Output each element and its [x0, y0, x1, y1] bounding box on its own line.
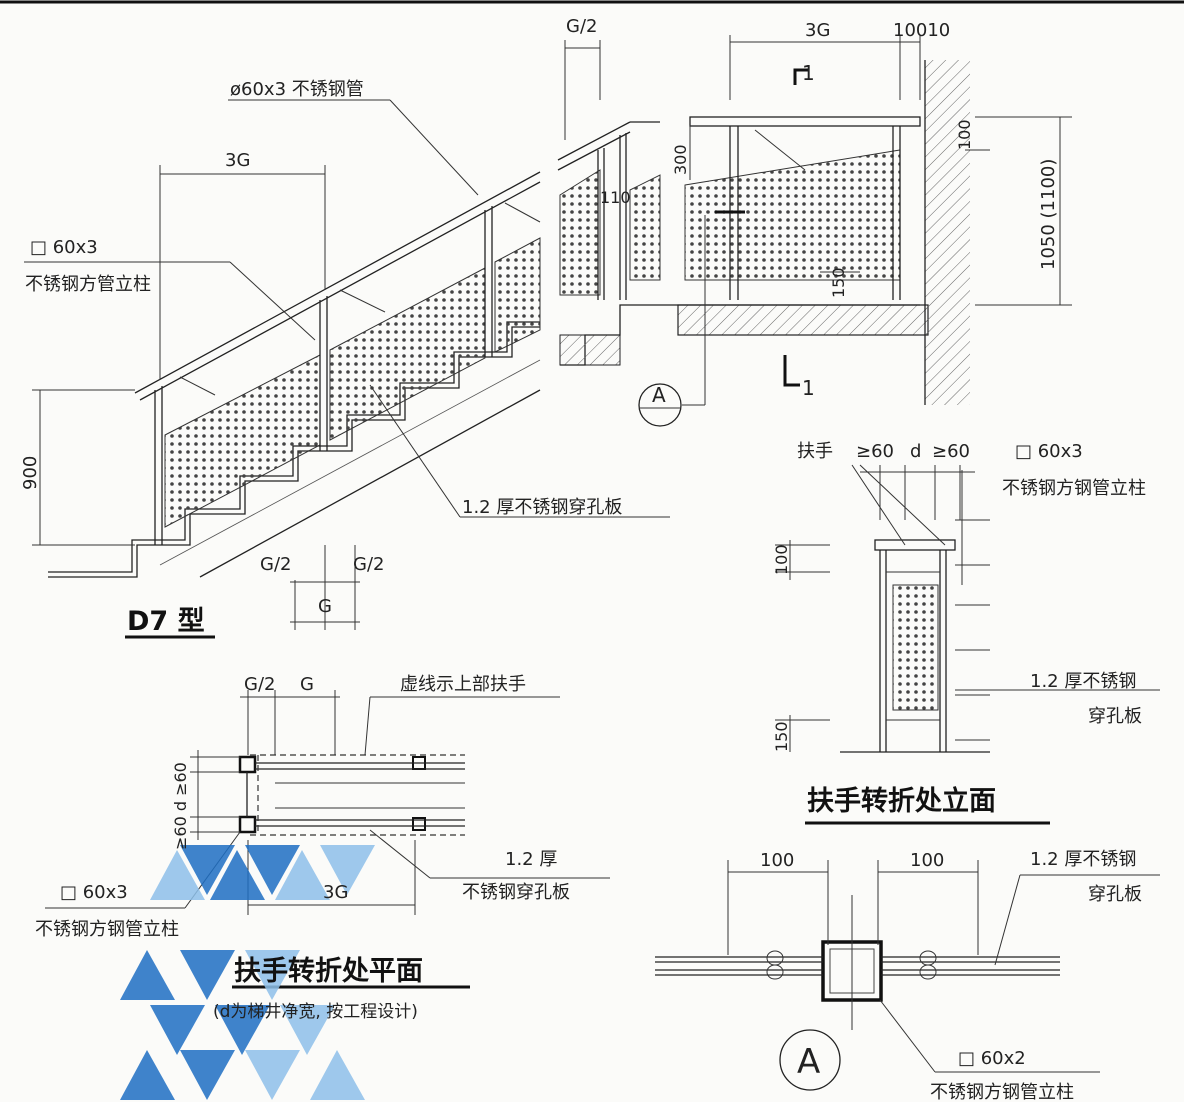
plan-dim-3g: 3G [323, 882, 348, 903]
dashed-note: 虚线示上部扶手 [400, 674, 526, 695]
dim-150-turn: 150 [772, 721, 791, 752]
handrail-pipe-label: ø60x3 不锈钢管 [230, 79, 364, 100]
perforated-right-1: 1.2 厚不锈钢 [1030, 671, 1136, 692]
dim-ge60-a: ≥60 [856, 441, 894, 462]
section-mark-top: 1 [802, 61, 815, 85]
plan-title: 扶手转折处平面 [234, 956, 423, 987]
plan-perf-2: 不锈钢穿孔板 [462, 882, 570, 903]
dim-3g-left: 3G [225, 150, 250, 171]
type-title: D7 型 [127, 606, 205, 637]
dim-300: 300 [671, 144, 690, 175]
det-dim-100-b: 100 [910, 850, 944, 871]
plan-dim-g2: G/2 [244, 674, 275, 695]
watermark-logo [120, 845, 375, 1100]
dim-g2-b: G/2 [353, 554, 384, 575]
detail-a [655, 860, 1160, 1091]
detail-a-bubble-label: A [652, 383, 666, 407]
det-perf-1: 1.2 厚不锈钢 [1030, 849, 1136, 870]
dim-d: d [910, 441, 921, 462]
handrail-label: 扶手 [797, 441, 833, 462]
dim-150-landing: 150 [829, 267, 848, 298]
landing-elevation [557, 35, 1072, 427]
detail-a-title: A [797, 1042, 820, 1082]
plan-side-dims: ≥60 d ≥60 [171, 762, 190, 850]
post-name-left: 不锈钢方管立柱 [25, 274, 151, 295]
dim-g2-top: G/2 [566, 16, 597, 37]
dim-10010: 10010 [893, 20, 950, 41]
perforated-label-left: 1.2 厚不锈钢穿孔板 [462, 497, 622, 518]
dim-100-landing: 100 [955, 119, 974, 150]
dim-100-turn: 100 [772, 544, 791, 575]
dim-g: G [318, 596, 332, 617]
dim-110: 110 [600, 188, 631, 207]
plan-note: (d为梯井净宽, 按工程设计) [213, 1002, 418, 1022]
elevation-title: 扶手转折处立面 [807, 785, 996, 817]
dim-900: 900 [20, 456, 41, 490]
det-post-spec: □ 60x2 [958, 1048, 1026, 1069]
dim-3g-right: 3G [805, 20, 830, 41]
stair-elevation [24, 99, 670, 639]
dim-ge60-b: ≥60 [932, 441, 970, 462]
section-mark-bottom: 1 [802, 376, 815, 400]
det-post-name: 不锈钢方钢管立柱 [930, 1082, 1074, 1102]
plan-post-spec: □ 60x3 [60, 882, 128, 903]
det-perf-2: 穿孔板 [1088, 884, 1142, 905]
dim-g2-a: G/2 [260, 554, 291, 575]
perforated-right-2: 穿孔板 [1088, 706, 1142, 727]
turn-plan [45, 690, 610, 989]
plan-perf-1: 1.2 厚 [505, 849, 557, 870]
plan-dim-g: G [300, 674, 314, 695]
plan-post-name: 不锈钢方钢管立柱 [35, 919, 179, 940]
turn-elevation [775, 464, 1160, 825]
dim-1050: 1050 (1100) [1038, 159, 1059, 270]
post-name-right: 不锈钢方钢管立柱 [1002, 478, 1146, 499]
post-spec-left: □ 60x3 [30, 237, 98, 258]
det-dim-100-a: 100 [760, 850, 794, 871]
post-spec-right: □ 60x3 [1015, 441, 1083, 462]
